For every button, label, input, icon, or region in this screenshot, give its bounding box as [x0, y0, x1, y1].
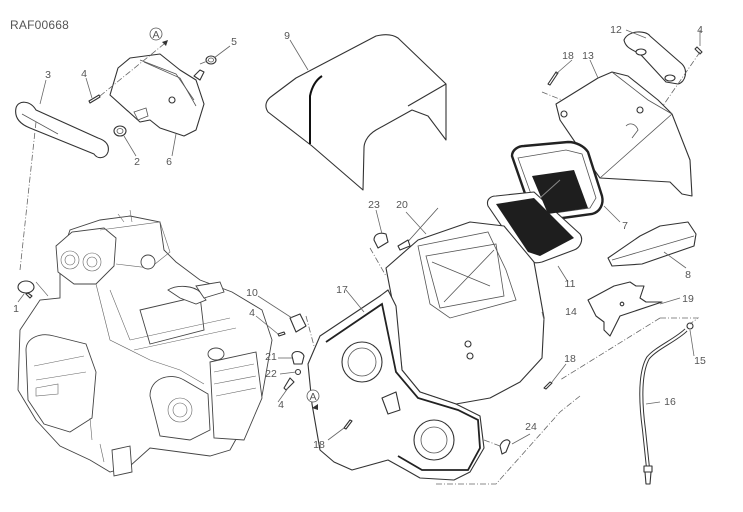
callout-10[interactable]: 10 [246, 287, 258, 299]
part-airbox[interactable] [385, 221, 545, 405]
callout-14[interactable]: 14 [565, 306, 577, 318]
part-air-filter[interactable] [486, 170, 588, 264]
part-screw[interactable] [88, 94, 101, 104]
callout-labels: 3 4 5 2 6 9 12 4 18 13 7 8 11 19 14 15 1… [13, 24, 706, 451]
part-drain-fitting[interactable] [686, 322, 694, 330]
callout-4[interactable]: 4 [81, 68, 87, 80]
part-seal[interactable] [205, 55, 217, 65]
callout-24[interactable]: 24 [525, 421, 537, 433]
part-breather-tank[interactable] [109, 53, 205, 137]
callout-12[interactable]: 12 [610, 24, 622, 36]
callout-17[interactable]: 17 [336, 284, 348, 296]
part-screw[interactable] [343, 419, 353, 430]
callout-2[interactable]: 2 [134, 156, 140, 168]
view-marker-a: A [149, 27, 168, 46]
callout-19[interactable]: 19 [682, 293, 694, 305]
part-drain-hose[interactable] [639, 328, 688, 485]
callout-16[interactable]: 16 [664, 396, 676, 408]
leader-lines [17, 29, 701, 445]
part-seal-ring[interactable] [499, 439, 511, 455]
callout-4[interactable]: 4 [249, 307, 255, 319]
part-grommet[interactable] [373, 232, 389, 249]
callout-20[interactable]: 20 [396, 199, 408, 211]
callout-8[interactable]: 8 [685, 269, 691, 281]
callout-5[interactable]: 5 [231, 36, 237, 48]
part-washer[interactable] [294, 368, 302, 376]
callout-18[interactable]: 18 [564, 353, 576, 365]
callout-4[interactable]: 4 [697, 24, 703, 36]
callout-13[interactable]: 13 [582, 50, 594, 62]
callout-22[interactable]: 22 [265, 368, 277, 380]
callout-9[interactable]: 9 [284, 30, 290, 42]
part-shield-plate[interactable] [587, 281, 663, 337]
callout-21[interactable]: 21 [265, 351, 277, 363]
part-hose-clamp[interactable] [17, 280, 35, 299]
part-screw[interactable] [694, 46, 703, 55]
view-marker-a: A [306, 389, 320, 410]
part-sensor[interactable] [397, 207, 439, 251]
callout-3[interactable]: 3 [45, 69, 51, 81]
part-clamp[interactable] [113, 125, 127, 137]
callout-23[interactable]: 23 [368, 199, 380, 211]
callout-6[interactable]: 6 [166, 156, 172, 168]
part-clip[interactable] [291, 350, 305, 365]
part-screw[interactable] [283, 377, 295, 391]
part-breather-hose[interactable] [15, 101, 109, 159]
engine-assembly [17, 209, 273, 477]
callout-18[interactable]: 18 [562, 50, 574, 62]
view-marker-label: A [152, 29, 159, 41]
callout-11[interactable]: 11 [565, 278, 576, 290]
part-screw[interactable] [543, 381, 553, 390]
callout-18[interactable]: 18 [313, 439, 325, 451]
part-airbox-base-gasket[interactable] [307, 289, 485, 481]
reference-code: RAF00668 [10, 18, 69, 32]
callout-1[interactable]: 1 [13, 303, 19, 315]
part-bracket[interactable] [289, 313, 307, 333]
callout-4[interactable]: 4 [278, 399, 284, 411]
callout-15[interactable]: 15 [694, 355, 706, 367]
part-intake-duct[interactable] [623, 31, 687, 85]
part-screw[interactable] [277, 331, 286, 337]
part-airbox-cover[interactable] [265, 34, 447, 191]
part-cover-panel[interactable] [607, 221, 697, 267]
callout-7[interactable]: 7 [622, 220, 628, 232]
view-marker-label: A [309, 391, 316, 403]
